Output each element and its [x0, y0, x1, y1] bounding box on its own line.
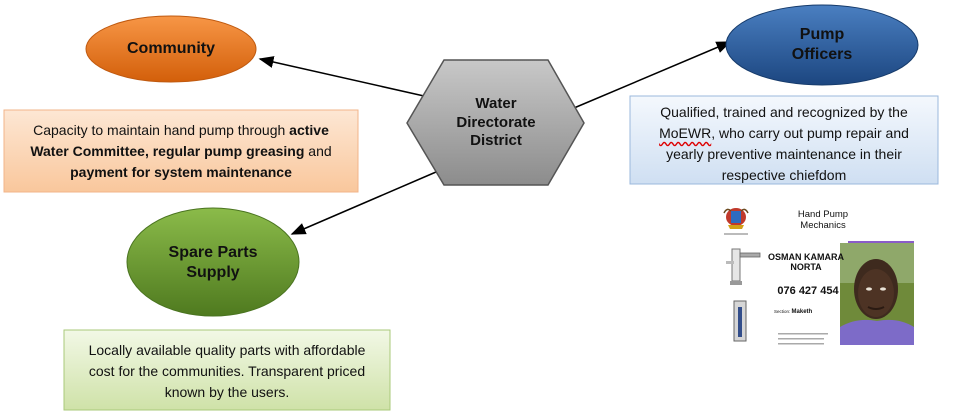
card-field-value: Maketh — [791, 309, 813, 315]
hand-pump-icon — [726, 248, 761, 285]
pump-officers-description: Qualified, trained and recognized by the… — [659, 104, 909, 183]
spare-parts-box-bg — [63, 329, 391, 411]
card-phone: 076 427 454 — [777, 285, 839, 297]
community-label: Community — [127, 40, 215, 57]
arrow-to-community — [258, 56, 425, 97]
center-label-line1: Water — [475, 94, 517, 112]
pump-column-icon — [733, 300, 747, 342]
card-name-line1: OSMAN KAMARA — [768, 252, 844, 262]
card-title-line1: Hand Pump — [797, 209, 849, 220]
card-mechanic-name: OSMAN KAMARA NORTA — [766, 252, 846, 273]
card-title: Hand Pump Mechanics — [792, 209, 854, 232]
pump-officers-box-bg — [629, 95, 939, 185]
spare-parts-label: Spare Parts Supply — [150, 238, 276, 288]
center-hexagon — [406, 59, 585, 186]
community-description: Capacity to maintain hand pump through a… — [30, 122, 332, 180]
id-card-graphics — [723, 208, 914, 345]
moewr-term: MoEWR — [659, 125, 712, 141]
pump-officers-label: Pump Officers — [752, 18, 892, 72]
spare-parts-label-line1: Spare Parts — [168, 244, 258, 261]
card-name-line2: NORTA — [790, 262, 822, 273]
arrow-to-pump-officers — [573, 41, 732, 109]
pump-officers-label-line2: Officers — [791, 46, 853, 63]
arrow-to-spare-parts — [290, 171, 437, 235]
pump-officers-ellipse — [725, 4, 919, 86]
card-field-prefix: Section: — [774, 309, 791, 314]
card-field: Section: Maketh — [774, 309, 844, 315]
spare-parts-label-line2: Supply — [186, 264, 240, 281]
spare-parts-description: Locally available quality parts with aff… — [88, 342, 366, 400]
community-box-bg — [3, 109, 359, 193]
community-ellipse — [85, 15, 257, 83]
mechanic-photo — [840, 243, 914, 345]
pump-officers-label-line1: Pump — [799, 26, 845, 43]
center-label: Water Directorate District — [440, 84, 552, 162]
mechanic-id-card: Hand Pump Mechanics OSMAN KAMARA NORTA 0… — [722, 203, 918, 345]
center-label-line2: Directorate — [456, 113, 536, 131]
card-title-line2: Mechanics — [800, 220, 846, 232]
spare-parts-ellipse — [126, 207, 300, 317]
coat-of-arms-icon — [723, 208, 749, 229]
center-label-line3: District — [470, 132, 522, 150]
